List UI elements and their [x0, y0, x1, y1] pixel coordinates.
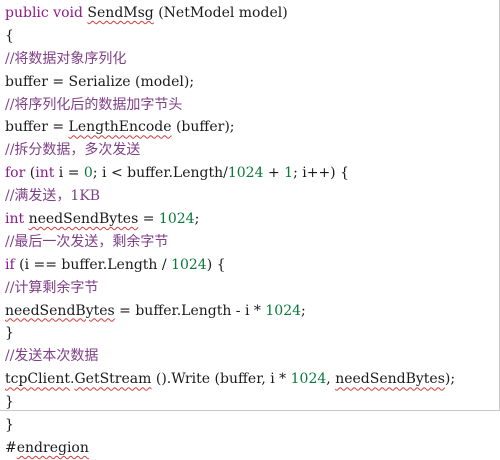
- code-token: GetStream: [74, 371, 152, 388]
- code-line: needSendBytes = buffer.Length - i * 1024…: [5, 300, 499, 323]
- code-line: #endregion: [5, 437, 499, 460]
- code-token: //最后一次发送，剩余字节: [5, 233, 169, 250]
- code-token: int: [35, 165, 55, 182]
- code-token: =: [138, 211, 159, 228]
- code-line: int needSendBytes = 1024;: [5, 208, 499, 231]
- code-line: }: [5, 322, 499, 345]
- code-token: 1024: [290, 371, 327, 388]
- code-token: //发送本次数据: [5, 348, 99, 365]
- code-token: buffer =: [5, 119, 69, 136]
- code-token: 0: [83, 165, 93, 182]
- code-token: for: [5, 165, 26, 182]
- code-token: needSendBytes: [5, 302, 115, 319]
- code-token: i =: [54, 165, 84, 182]
- code-token: ,: [326, 371, 336, 388]
- code-token: ) {: [206, 256, 226, 273]
- code-token: #: [5, 439, 17, 456]
- code-token: endregion: [16, 439, 89, 456]
- code-token: = buffer.Length - i *: [114, 302, 266, 319]
- code-token: //计算剩余字节: [5, 279, 99, 296]
- code-token: tcpClient: [5, 371, 71, 388]
- code-line: //拆分数据，多次发送: [5, 139, 499, 162]
- code-token: SendMsg: [87, 5, 154, 21]
- code-token: 1024: [158, 211, 195, 228]
- code-line: if (i == buffer.Length / 1024) {: [5, 254, 499, 277]
- code-line: //将数据对象序列化: [5, 48, 499, 71]
- code-token: 1024: [171, 256, 207, 273]
- code-token: int: [5, 211, 25, 228]
- code-token: //拆分数据，多次发送: [5, 142, 141, 159]
- code-token: needSendBytes: [28, 211, 139, 228]
- code-line: buffer = LengthEncode (buffer);: [5, 116, 499, 139]
- code-token: buffer = Serialize (model);: [5, 73, 195, 90]
- code-token: }: [5, 394, 14, 411]
- code-line: }: [5, 391, 499, 414]
- code-token: (i == buffer.Length /: [14, 256, 172, 273]
- code-token: LengthEncode: [68, 119, 172, 136]
- code-line: //计算剩余字节: [5, 277, 499, 300]
- code-token: ; i++) {: [293, 165, 349, 182]
- code-token: (buffer);: [171, 119, 235, 136]
- code-line: for (int i = 0; i < buffer.Length/1024 +…: [5, 162, 499, 185]
- code-token: .: [70, 371, 75, 388]
- code-line: //将序列化后的数据加字节头: [5, 94, 499, 117]
- code-line: buffer = Serialize (model);: [5, 71, 499, 94]
- code-token: public void: [5, 5, 88, 21]
- code-token: );: [444, 371, 456, 388]
- code-token: (: [25, 165, 36, 182]
- code-line: //满发送，1KB: [5, 185, 499, 208]
- code-token: }: [5, 417, 14, 434]
- code-line: tcpClient.GetStream ().Write (buffer, i …: [5, 368, 499, 391]
- code-token: ().Write (buffer, i *: [151, 371, 291, 388]
- code-token: {: [5, 27, 14, 44]
- code-token: 1: [284, 165, 294, 182]
- code-token: 1024: [265, 302, 302, 319]
- code-line: }: [5, 414, 499, 437]
- code-token: (NetModel model): [153, 5, 288, 21]
- code-token: //将序列化后的数据加字节头: [5, 96, 183, 113]
- code-token: }: [5, 325, 14, 342]
- code-token: +: [263, 165, 285, 182]
- code-block: public void SendMsg (NetModel model) { //将…: [5, 2, 499, 460]
- code-token: if: [5, 256, 15, 273]
- code-token: ;: [301, 302, 306, 319]
- code-line: //发送本次数据: [5, 345, 499, 368]
- code-token: ;: [194, 211, 200, 228]
- code-token: 1024: [227, 165, 264, 182]
- code-token: needSendBytes: [335, 371, 445, 388]
- code-line: //最后一次发送，剩余字节: [5, 231, 499, 254]
- code-token: //满发送，1KB: [5, 188, 101, 205]
- code-token: ; i < buffer.Length/: [92, 165, 228, 182]
- code-line: {: [5, 25, 499, 48]
- code-token: //将数据对象序列化: [5, 50, 127, 67]
- code-line: public void SendMsg (NetModel model): [5, 2, 499, 25]
